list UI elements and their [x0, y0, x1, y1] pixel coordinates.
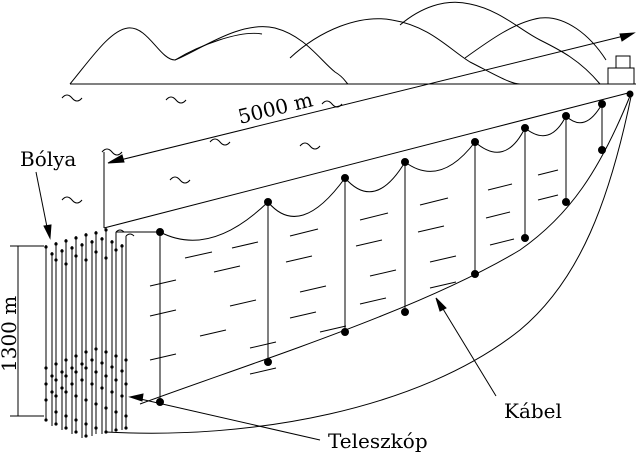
telescope-pointer	[128, 393, 321, 441]
depth-label: 1300 m	[0, 296, 21, 372]
cable-line	[115, 103, 603, 241]
current-dashes	[149, 169, 559, 375]
buoy-pointer	[35, 171, 52, 240]
sea-floor	[103, 91, 633, 434]
cable-label: Kábel	[504, 399, 562, 423]
telescope-array	[45, 152, 135, 438]
mountains	[69, 1, 607, 85]
distance-label: 5000 m	[235, 87, 315, 128]
wave-marks	[61, 94, 343, 204]
ship-icon	[607, 55, 635, 85]
depth-dimension	[10, 245, 44, 417]
distance-arrow	[107, 32, 636, 164]
buoy-label: Bólya	[20, 147, 76, 171]
telescope-label: Teleszkóp	[328, 429, 428, 453]
array-modules	[44, 228, 128, 438]
cable-pointer	[435, 297, 497, 397]
detector-strings	[156, 90, 634, 406]
